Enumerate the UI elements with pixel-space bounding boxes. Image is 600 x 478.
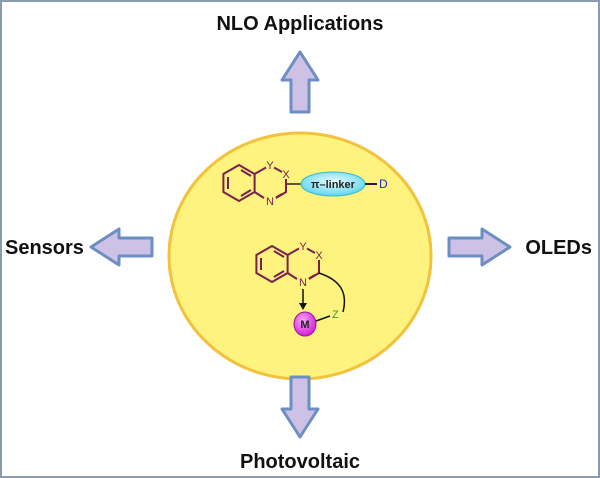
metal-circle xyxy=(293,311,317,337)
arrow-down-icon xyxy=(280,375,320,439)
molecule-bottom: Y X N Z M xyxy=(255,241,346,337)
metal-label: M xyxy=(300,319,309,331)
atom-z: Z xyxy=(332,309,339,321)
label-oleds: OLEDs xyxy=(525,237,592,259)
atom-y: Y xyxy=(266,160,274,172)
arrow-right-icon xyxy=(447,227,512,267)
label-photovoltaic: Photovoltaic xyxy=(240,451,360,473)
central-ellipse xyxy=(167,131,433,381)
molecule-top: Y X N π–linker D xyxy=(222,160,388,208)
label-sensors: Sensors xyxy=(5,237,84,259)
pi-linker-label: π–linker xyxy=(311,179,356,191)
atom-x: X xyxy=(282,169,290,181)
donor-label: D xyxy=(379,177,388,191)
atom-y: Y xyxy=(299,241,307,253)
arrow-up-icon xyxy=(280,50,320,114)
label-nlo-applications: NLO Applications xyxy=(216,13,383,35)
arrow-left-icon xyxy=(89,227,154,267)
atom-n: N xyxy=(266,196,274,208)
atom-x: X xyxy=(315,250,323,262)
atom-n: N xyxy=(299,277,307,289)
